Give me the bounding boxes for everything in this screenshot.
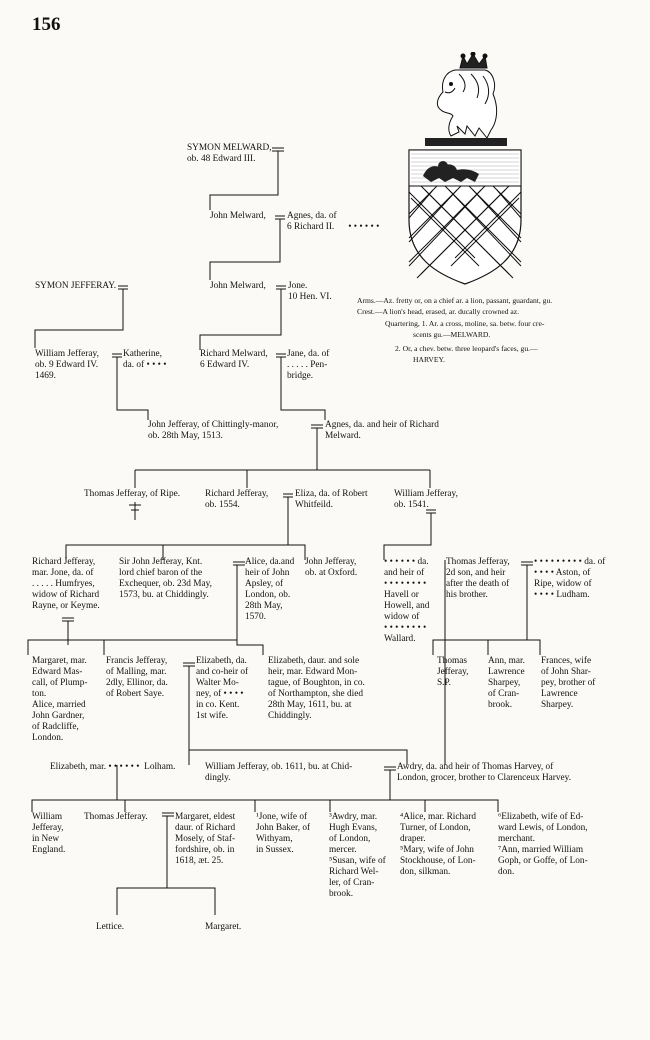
shield-icon — [408, 149, 522, 285]
person-elizabeth-lewis: ⁶Elizabeth, wife of Ed- ward Lewis, of L… — [498, 812, 588, 877]
person-lettice: Lettice. — [96, 922, 125, 932]
person-richard-jefferay-jone: Richard Jefferay, mar. Jone, da. of . . … — [32, 557, 100, 611]
person-agnes-2: Agnes, da. and heir of Richard Melward. — [325, 420, 439, 441]
person-eliza: Eliza, da. of Robert Whitfeild. — [295, 489, 368, 510]
person-symon-jefferay: SYMON JEFFERAY. — [35, 281, 117, 291]
person-francis-jefferay: Francis Jefferay, of Malling, mar. 2dly,… — [106, 656, 168, 699]
person-john-jefferay: John Jefferay, of Chittingly-manor, ob. … — [148, 420, 279, 441]
person-thomas-jefferay-2d: Thomas Jefferay, 2d son, and heir after … — [446, 557, 510, 600]
person-awdry-evans: ³Awdry, mar. Hugh Evans, of London, merc… — [329, 812, 386, 899]
arms-line-4: scents gu.—MELWARD. — [413, 330, 491, 339]
arms-line-2: Crest.—A lion's head, erased, ar. ducall… — [357, 307, 520, 316]
person-sir-john-jefferay: Sir John Jefferay, Knt. lord chief baron… — [119, 557, 213, 600]
person-thomas-jefferay-sp: Thomas Jefferay, S.P. — [437, 656, 469, 688]
person-elizabeth-montague: Elizabeth, daur. and sole heir, mar. Edw… — [268, 656, 365, 721]
person-john-jefferay-oxford: John Jefferay, ob. at Oxford. — [305, 557, 358, 578]
person-ann-sharpey: Ann, mar. Lawrence Sharpey, of Cran- bro… — [488, 656, 525, 710]
person-margaret-maxcall: Margaret, mar. Edward Mas- call, of Plum… — [32, 656, 88, 743]
person-john-melward-2: John Melward, — [210, 281, 266, 291]
coat-of-arms-image — [408, 52, 522, 285]
person-margaret-mosely: Margaret, eldest daur. of Richard Mosely… — [175, 812, 236, 866]
person-richard-melward: Richard Melward, 6 Edward IV. — [200, 349, 268, 370]
person-jone-baker: ¹Jone, wife of John Baker, of Withyam, i… — [256, 812, 311, 855]
person-aston: • • • • • • • • • da. of • • • • Aston, … — [534, 557, 606, 600]
person-william-jefferay-1: William Jefferay, ob. 9 Edward IV. 1469. — [35, 349, 99, 381]
person-agnes-1: Agnes, da. of 6 Richard II. • • • • • • — [287, 211, 380, 232]
person-william-jefferay-1611: William Jefferay, ob. 1611, bu. at Chid-… — [205, 762, 353, 783]
arms-line-3: Quartering, 1. Ar. a cross, moline, sa. … — [385, 319, 545, 328]
person-symon-melward: SYMON MELWARD, ob. 48 Edward III. — [187, 143, 272, 164]
person-william-new-england: William Jefferay, in New England. — [32, 812, 66, 855]
person-john-melward-1: John Melward, — [210, 211, 266, 221]
person-katherine: Katherine, da. of • • • • — [123, 349, 167, 370]
person-frances-sharpey: Frances, wife of John Shar- pey, brother… — [541, 656, 596, 710]
person-alice-apsley: Alice, da.and heir of John Apsley, of Lo… — [245, 557, 295, 622]
person-elizabeth-lolham: Elizabeth, mar. • • • • • • Lolham. — [50, 762, 176, 772]
crest-crown-icon — [459, 52, 488, 69]
crest-lion-head-icon — [436, 69, 498, 139]
crest-wreath — [425, 138, 507, 146]
person-margaret-daughter: Margaret. — [205, 922, 242, 932]
arms-line-1: Arms.—Az. fretty or, on a chief ar. a li… — [357, 296, 553, 305]
person-william-jefferay-1541: William Jefferay, ob. 1541. — [394, 489, 458, 510]
arms-line-5: 2. Or, a chev. betw. three leopard's fac… — [395, 344, 538, 353]
person-richard-jefferay-1554: Richard Jefferay, ob. 1554. — [205, 489, 269, 510]
person-alice-turner: ⁴Alice, mar. Richard Turner, of London, … — [400, 812, 477, 877]
arms-line-6: HARVEY. — [413, 355, 445, 364]
person-awdry-harvey: Awdry, da. and heir of Thomas Harvey, of… — [397, 762, 572, 783]
person-elizabeth-money: Elizabeth, da. and co-heir of Walter Mo-… — [196, 656, 249, 721]
person-da-havell: • • • • • • da. and heir of • • • • • • … — [384, 557, 430, 644]
person-jone: Jone. 10 Hen. VI. — [288, 281, 332, 302]
person-thomas-jefferay-ripe: Thomas Jefferay, of Ripe. — [84, 489, 181, 499]
person-thomas-jefferay-last: Thomas Jefferay. — [84, 812, 148, 822]
person-jane: Jane, da. of . . . . . Pen- bridge. — [287, 349, 330, 381]
page-number: 156 — [32, 14, 61, 35]
